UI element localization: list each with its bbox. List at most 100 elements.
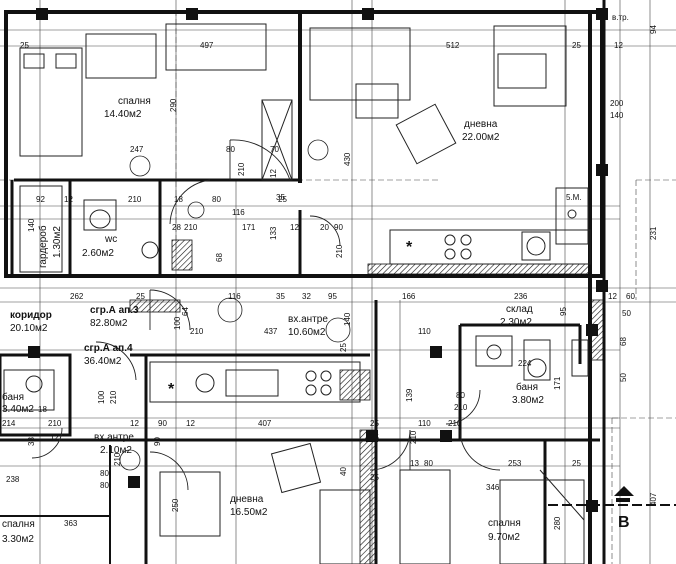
svg-text:2.30м2: 2.30м2 (500, 317, 532, 328)
svg-text:171: 171 (553, 376, 562, 390)
svg-text:100: 100 (97, 390, 106, 404)
svg-text:497: 497 (200, 41, 214, 50)
svg-text:280: 280 (553, 516, 562, 530)
columns (28, 8, 608, 512)
svg-text:166: 166 (402, 292, 416, 301)
walls (0, 0, 606, 564)
section-marker: B (548, 486, 676, 531)
svg-text:64: 64 (181, 307, 190, 316)
svg-text:82.80м2: 82.80м2 (90, 318, 128, 329)
svg-text:90: 90 (334, 223, 343, 232)
svg-text:110: 110 (418, 419, 431, 428)
svg-text:36.40м2: 36.40м2 (84, 356, 122, 367)
svg-text:40: 40 (339, 467, 348, 476)
svg-text:95: 95 (328, 292, 337, 301)
svg-text:баня: баня (2, 391, 24, 403)
svg-text:9.70м2: 9.70м2 (488, 532, 520, 543)
svg-text:25: 25 (572, 459, 581, 468)
svg-text:12: 12 (64, 195, 73, 204)
svg-text:133: 133 (269, 226, 278, 240)
kitchen-counter-bottom (149, 361, 361, 403)
svg-text:80: 80 (424, 459, 433, 468)
svg-text:вх.антре: вх.антре (94, 432, 134, 443)
svg-text:210: 210 (184, 223, 198, 232)
svg-text:25: 25 (370, 433, 379, 442)
svg-text:сгр.А ап.3: сгр.А ап.3 (90, 305, 139, 316)
svg-text:253: 253 (508, 459, 522, 468)
svg-text:20.10м2: 20.10м2 (10, 323, 48, 334)
dining-table-bottom (159, 471, 221, 537)
svg-text:231: 231 (649, 226, 658, 240)
svg-text:гардероб: гардероб (37, 225, 49, 268)
bath-right-toilet (523, 339, 551, 381)
svg-text:спалня: спалня (488, 518, 521, 529)
svg-text:25: 25 (370, 473, 379, 482)
svg-text:407: 407 (258, 419, 272, 428)
svg-text:80: 80 (456, 391, 465, 400)
light-fixtures (119, 139, 351, 471)
sofa-top (309, 27, 411, 101)
corner-label: в.тр. (612, 13, 629, 22)
svg-text:32: 32 (302, 292, 311, 301)
svg-text:баня: баня (516, 381, 538, 393)
svg-text:70: 70 (270, 145, 279, 154)
svg-text:210: 210 (335, 244, 344, 258)
hatched-walls (129, 239, 605, 564)
svg-text:22.00м2: 22.00м2 (462, 132, 500, 143)
wc-bowl (83, 199, 117, 231)
svg-text:28: 28 (172, 223, 181, 232)
svg-text:18: 18 (38, 405, 47, 414)
svg-text:210: 210 (113, 452, 122, 466)
svg-text:110: 110 (418, 327, 431, 336)
svg-text:100: 100 (173, 316, 182, 330)
bath-left-toilet (3, 369, 55, 411)
svg-text:60: 60 (626, 292, 635, 301)
svg-text:12: 12 (269, 169, 278, 178)
svg-text:95: 95 (559, 307, 568, 316)
svg-text:210: 210 (48, 419, 62, 428)
svg-text:5.М.: 5.М. (566, 193, 582, 202)
svg-text:12: 12 (186, 419, 195, 428)
svg-text:спалня: спалня (2, 519, 35, 530)
svg-text:116: 116 (232, 208, 245, 217)
asterisk-icon: * * (168, 239, 413, 398)
svg-text:14.40м2: 14.40м2 (104, 109, 142, 120)
svg-text:дневна: дневна (464, 119, 498, 130)
wardrobe-top (165, 23, 267, 71)
svg-text:25: 25 (20, 41, 29, 50)
svg-text:25: 25 (572, 41, 581, 50)
svg-text:68: 68 (619, 337, 628, 346)
svg-text:247: 247 (130, 145, 144, 154)
svg-text:210: 210 (190, 327, 204, 336)
svg-text:3.30м2: 3.30м2 (2, 534, 34, 545)
svg-text:18: 18 (174, 195, 183, 204)
wardrobe-column (261, 99, 293, 181)
svg-text:2.60м2: 2.60м2 (82, 248, 114, 259)
bed-top (19, 47, 83, 157)
svg-text:116: 116 (228, 292, 241, 301)
svg-text:139: 139 (405, 388, 414, 402)
dimension-labels: 25 497 512 25 12 94 290 200 140 247 430 … (2, 25, 658, 530)
svg-text:16.50м2: 16.50м2 (230, 507, 268, 518)
svg-text:171: 171 (242, 223, 256, 232)
svg-text:140: 140 (343, 312, 352, 326)
svg-text:wc: wc (104, 234, 117, 245)
svg-text:*: * (406, 239, 413, 256)
door-swings (31, 139, 501, 491)
svg-text:дневна: дневна (230, 494, 264, 505)
svg-text:210: 210 (237, 162, 246, 176)
svg-text:25: 25 (339, 343, 348, 352)
svg-text:210: 210 (409, 430, 418, 444)
svg-text:236: 236 (514, 292, 528, 301)
svg-text:склад: склад (506, 304, 533, 315)
svg-text:200: 200 (610, 99, 624, 108)
furniture (3, 23, 591, 564)
svg-text:50: 50 (619, 373, 628, 382)
armchair-bottom (270, 442, 322, 494)
room-labels: спалня 14.40м2 дневна 22.00м2 wc 2.60м2 … (2, 96, 544, 545)
svg-text:210: 210 (448, 419, 462, 428)
svg-text:10.60м2: 10.60м2 (288, 327, 326, 338)
svg-text:140: 140 (27, 218, 36, 232)
